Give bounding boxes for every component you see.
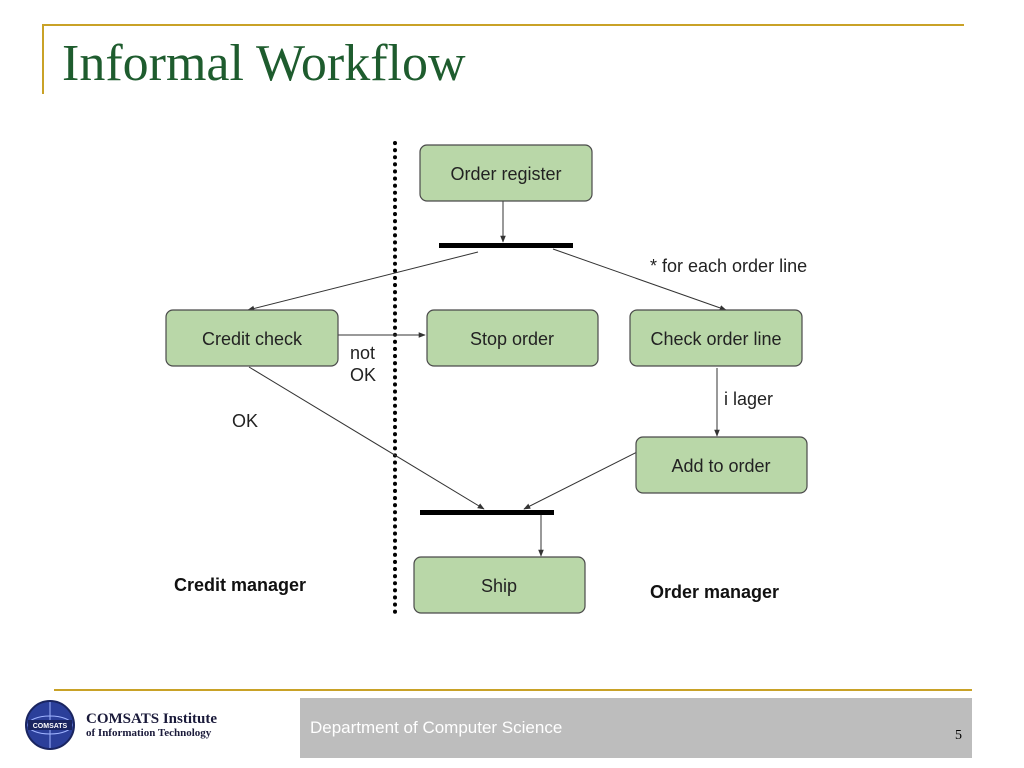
- comsats-logo: COMSATS: [25, 700, 75, 750]
- edge-fork-to-credit: [247, 251, 479, 312]
- lane-label-credit-manager: Credit manager: [174, 575, 306, 595]
- label-not: not: [350, 343, 375, 363]
- node-order-register-label: Order register: [450, 164, 561, 184]
- node-ship-label: Ship: [481, 576, 517, 596]
- edge-fork-to-check: [552, 248, 727, 311]
- institute-subtitle: of Information Technology: [86, 727, 212, 739]
- logo-text: COMSATS: [33, 723, 68, 730]
- label-ok: OK: [232, 411, 258, 431]
- footer-bar: Department of Computer Science 5: [300, 698, 972, 758]
- node-check-order-line: Check order line: [629, 309, 803, 367]
- bottom-rule: [54, 689, 972, 691]
- node-order-register: Order register: [419, 144, 593, 202]
- footer-department: Department of Computer Science: [310, 718, 563, 737]
- label-not-ok: OK: [350, 365, 376, 385]
- node-stop-order: Stop order: [426, 309, 599, 367]
- fork-bar: [439, 243, 573, 248]
- node-ship: Ship: [413, 556, 586, 614]
- join-bar: [420, 510, 554, 515]
- node-check-order-line-label: Check order line: [650, 329, 781, 349]
- page-number: 5: [955, 728, 962, 743]
- edge-credit-to-join: [248, 366, 485, 510]
- node-credit-check: Credit check: [165, 309, 339, 367]
- node-add-to-order-label: Add to order: [671, 456, 770, 476]
- node-stop-order-label: Stop order: [470, 329, 554, 349]
- left-rule: [42, 24, 44, 94]
- top-rule: [42, 24, 964, 26]
- node-add-to-order: Add to order: [635, 436, 808, 494]
- label-for-each-order-line: * for each order line: [650, 256, 807, 276]
- lane-label-order-manager: Order manager: [650, 582, 779, 602]
- node-credit-check-label: Credit check: [202, 329, 303, 349]
- slide-title: Informal Workflow: [62, 35, 466, 92]
- institute-name: COMSATS Institute: [86, 711, 217, 727]
- label-i-lager: i lager: [724, 389, 773, 409]
- edge-add-to-join: [523, 451, 638, 510]
